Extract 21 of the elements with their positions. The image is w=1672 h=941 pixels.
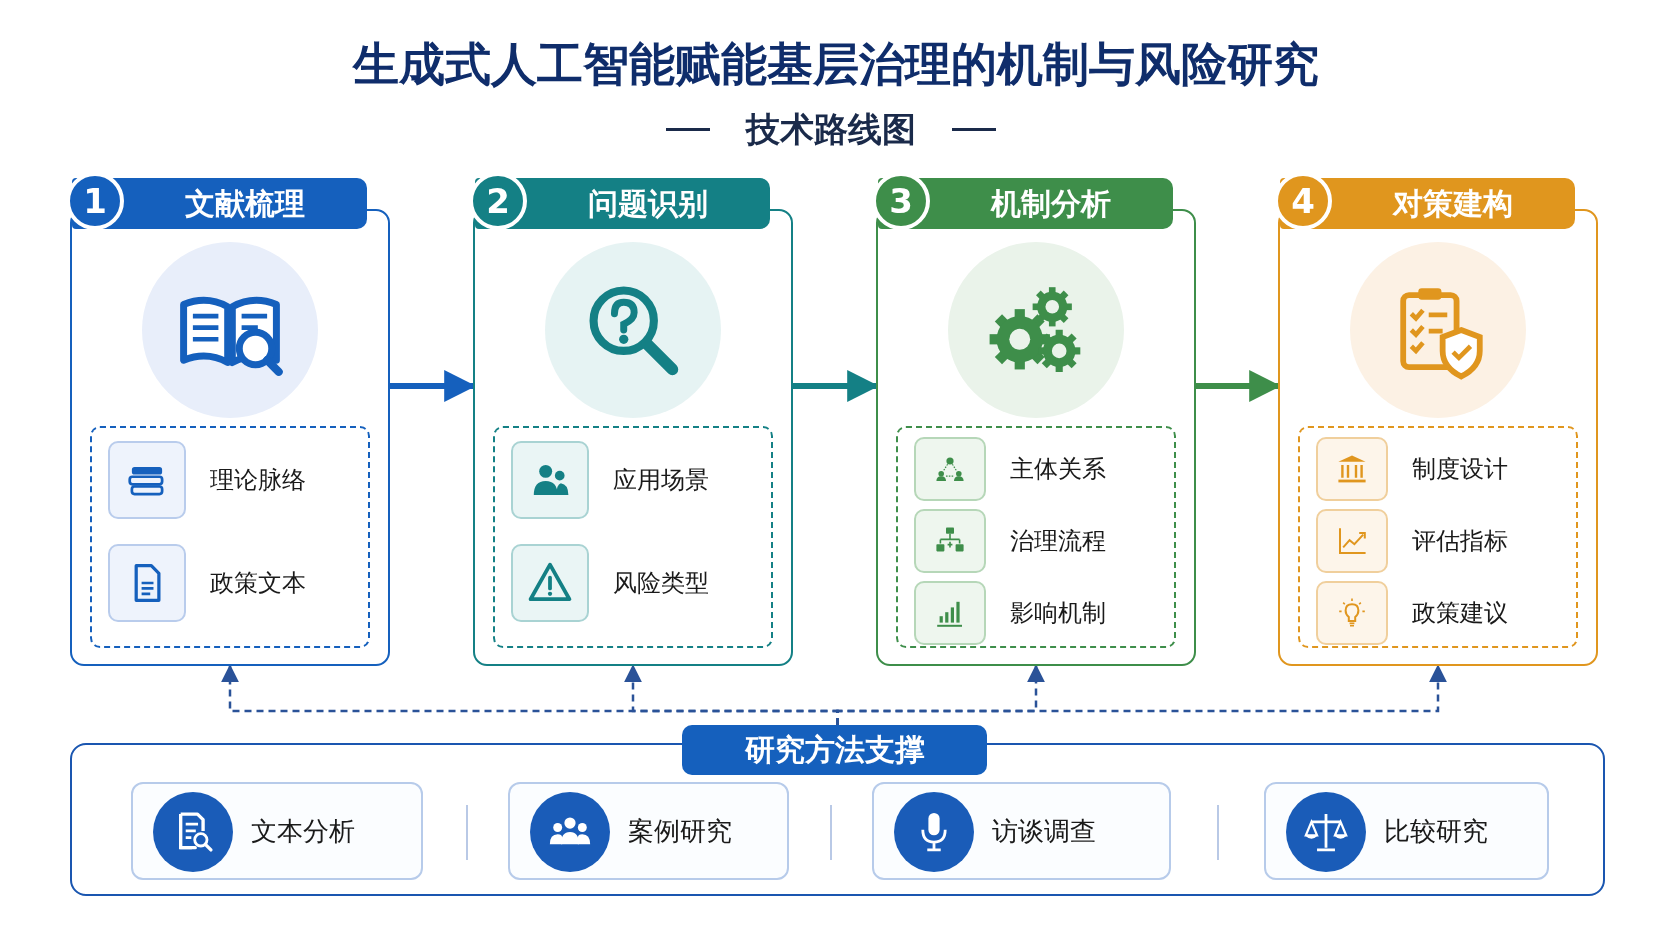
item-label: 评估指标 xyxy=(1412,526,1508,557)
header-tab: 研究方法支撑 xyxy=(682,725,987,775)
title: 生成式人工智能赋能基层治理的机制与风险研究 xyxy=(351,36,1320,93)
item-label: 制度设计 xyxy=(1412,454,1508,485)
item-label: 风险类型 xyxy=(613,568,709,599)
method-label: 访谈调查 xyxy=(992,815,1096,848)
method-label: 比较研究 xyxy=(1384,815,1488,848)
item-label: 政策文本 xyxy=(210,568,306,599)
subtitle: 技术路线图 xyxy=(744,108,917,150)
item-label: 理论脉络 xyxy=(210,465,306,496)
method-box xyxy=(131,782,423,880)
method-label: 案例研究 xyxy=(628,815,732,848)
method-box xyxy=(1264,782,1549,880)
method-box xyxy=(508,782,789,880)
item-label: 影响机制 xyxy=(1010,598,1106,629)
item-label: 治理流程 xyxy=(1010,526,1106,557)
method-box xyxy=(872,782,1171,880)
item-label: 主体关系 xyxy=(1010,454,1106,485)
item-label: 应用场景 xyxy=(613,465,709,496)
item-label: 政策建议 xyxy=(1412,598,1508,629)
method-label: 文本分析 xyxy=(251,815,355,848)
